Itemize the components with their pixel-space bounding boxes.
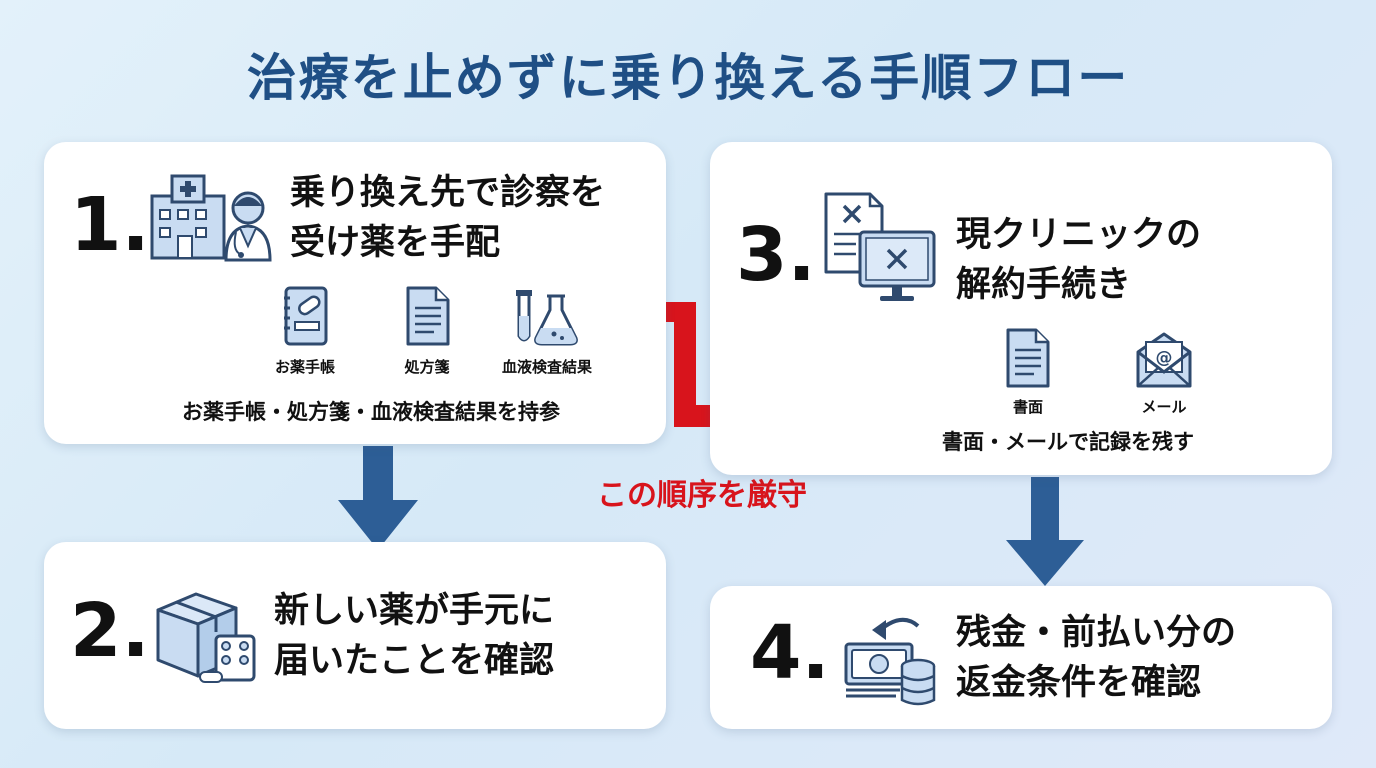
step-number: 2.: [70, 588, 150, 674]
svg-text:@: @: [1156, 348, 1173, 368]
item-label-email: メール: [1141, 398, 1187, 416]
item-label-prescription: 処方箋: [404, 358, 450, 376]
item-label-medicine-notebook: お薬手帳: [274, 358, 335, 376]
step-3-line-2: 解約手続き: [956, 265, 1132, 305]
step-1-line-2: 受け薬を手配: [290, 223, 501, 263]
step-2-text: 新しい薬が手元に 届いたことを確認: [274, 586, 554, 686]
step-number: 4.: [750, 610, 830, 696]
step-1-text: 乗り換え先で診察を 受け薬を手配: [290, 168, 605, 268]
arrow-1-to-2: [338, 446, 418, 550]
step-3-note: 書面・メールで記録を残す: [942, 430, 1194, 454]
step-2-line-2: 届いたことを確認: [274, 641, 555, 681]
document-icon: [1006, 328, 1050, 388]
step-4-card: 4. 残金・前払い分の 返金条件を確認: [710, 586, 1332, 729]
step-1-note: お薬手帳・処方箋・血液検査結果を持参: [182, 400, 560, 424]
step-3-line-1: 現クリニックの: [956, 215, 1202, 255]
email-icon: @: [1136, 332, 1192, 388]
package-icon: [156, 592, 256, 683]
step-number: 3.: [736, 212, 816, 298]
prescription-icon: [406, 286, 450, 346]
cancel-document-monitor-icon: [824, 192, 936, 301]
step-4-text: 残金・前払い分の 返金条件を確認: [956, 608, 1236, 708]
step-2-line-1: 新しい薬が手元に: [274, 591, 555, 631]
page-title: 治療を止めずに乗り換える手順フロー: [246, 49, 1130, 107]
item-label-document: 書面: [1012, 398, 1043, 416]
step-number: 1.: [70, 182, 150, 268]
refund-money-icon: [844, 618, 936, 706]
medicine-notebook-icon: [284, 286, 328, 346]
step-2-card: 2. 新しい薬が手元に 届いたことを確認: [44, 542, 666, 729]
step-3-text: 現クリニックの 解約手続き: [956, 210, 1201, 310]
warning-text: この順序を厳守: [597, 478, 807, 513]
arrow-3-to-4: [1006, 477, 1084, 586]
step-4-line-2: 返金条件を確認: [956, 663, 1202, 703]
step-1-card: 1. 乗り換え先で診察を 受け薬を手配: [44, 142, 666, 444]
item-label-blood-test: 血液検査結果: [501, 358, 592, 376]
test-tube-icon: [516, 290, 578, 346]
hospital-doctor-icon: [150, 174, 272, 262]
step-3-card: 3. 現クリニックの 解約手続き @ 書面 メール 書面・メールで記録を残す: [710, 142, 1332, 475]
step-1-line-1: 乗り換え先で診察を: [290, 173, 606, 213]
step-4-line-1: 残金・前払い分の: [956, 613, 1237, 653]
